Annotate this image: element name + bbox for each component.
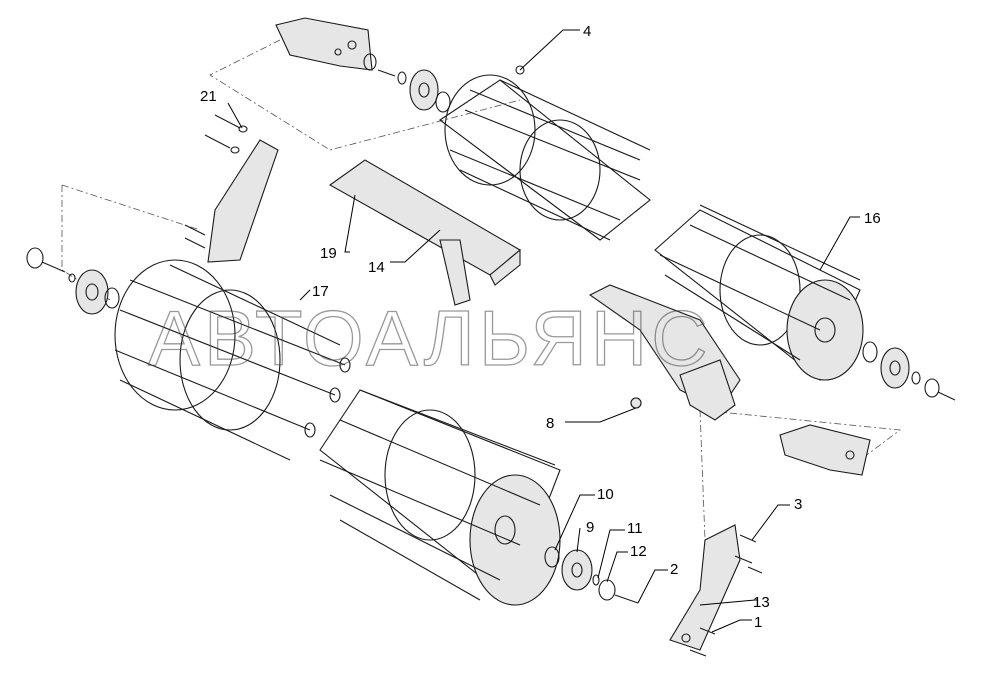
callout-3: 3 [794, 496, 802, 513]
bearing-unit-left [26, 247, 120, 315]
bolts-item-21 [184, 114, 248, 249]
left-bracket [207, 139, 279, 263]
callout-13: 13 [753, 594, 770, 611]
bearing-unit-right [862, 341, 956, 401]
callout-14: 14 [368, 259, 385, 276]
callout-17: 17 [312, 283, 329, 300]
bearing-unit-top [363, 53, 451, 113]
bearing-unit-bottom [544, 546, 639, 604]
roller-left [114, 259, 351, 461]
callout-1: 1 [754, 614, 762, 631]
callout-10: 10 [597, 486, 614, 503]
roller-right [654, 204, 864, 381]
roller-top [439, 65, 651, 241]
callout-8: 8 [546, 415, 554, 432]
frame-beam [328, 159, 521, 306]
assembly-lines [61, 39, 902, 541]
callout-11: 11 [627, 520, 643, 537]
callout-9: 9 [586, 519, 594, 536]
bracket-lower-right [779, 424, 871, 476]
callout-2: 2 [670, 561, 678, 578]
nut-item-8 [630, 397, 642, 409]
callout-4: 4 [583, 23, 591, 40]
bolts-items-1-3 [689, 534, 763, 657]
callout-labels: 4 21 16 19 14 17 8 10 3 9 11 12 2 13 1 [200, 23, 881, 631]
callout-21: 21 [200, 88, 217, 105]
watermark: АВТОАЛЬЯНС [148, 294, 712, 382]
callout-16: 16 [864, 210, 881, 227]
callout-12: 12 [630, 543, 647, 560]
top-bracket [275, 17, 373, 71]
leader-lines [227, 29, 860, 633]
side-plate [669, 524, 741, 651]
callout-19: 19 [320, 245, 337, 262]
roller-bottom [319, 389, 561, 606]
